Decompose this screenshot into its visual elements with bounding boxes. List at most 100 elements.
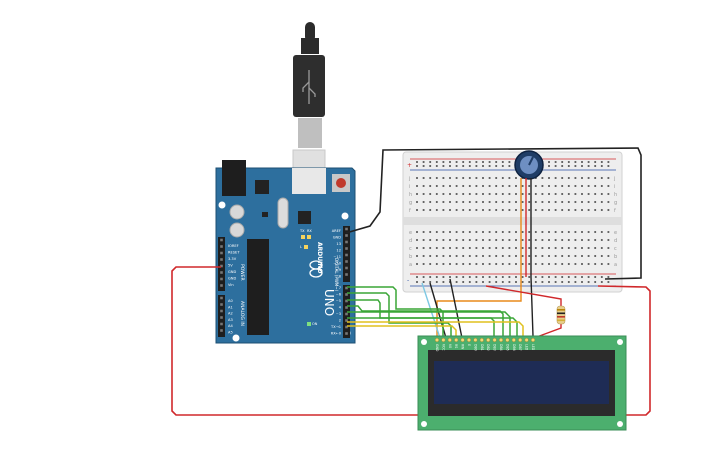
breadboard-hole: [429, 263, 432, 265]
wire-lcd-rw-black[interactable]: [449, 278, 463, 339]
wire-gnd-black[interactable]: [345, 147, 642, 280]
breadboard-hole: [455, 177, 458, 179]
wires[interactable]: [171, 147, 651, 416]
mounting-hole: [232, 334, 240, 342]
breadboard-hole: [455, 255, 458, 257]
breadboard-hole: [508, 255, 511, 257]
lcd-pin-label: DB5: [505, 344, 509, 351]
breadboard-hole: [607, 209, 610, 211]
pin-label: A3: [228, 318, 233, 322]
breadboard-hole: [449, 201, 451, 203]
rail-hole: [495, 165, 498, 167]
breadboard-hole: [607, 239, 610, 241]
lcd-pin-label: DB7: [518, 344, 522, 351]
breadboard-hole: [435, 193, 438, 195]
breadboard-hole: [528, 209, 531, 211]
header-pin: [220, 277, 223, 281]
rail-hole: [488, 281, 491, 283]
breadboard-hole: [416, 231, 418, 233]
breadboard-hole: [581, 201, 583, 203]
breadboard-hole: [455, 247, 458, 249]
potentiometer[interactable]: [514, 150, 544, 180]
rail-hole: [435, 276, 438, 278]
led-l: [304, 245, 308, 249]
rail-hole: [567, 281, 570, 283]
crystal: [277, 197, 289, 229]
model-label: UNO: [322, 289, 336, 316]
lcd-mounting-hole: [617, 339, 623, 345]
wire-d5-db4-green[interactable]: [347, 299, 495, 338]
breadboard-hole: [581, 193, 583, 195]
reset-button[interactable]: [336, 178, 346, 188]
pin-label: GND: [333, 236, 341, 240]
breadboard-hole: [508, 185, 511, 187]
rail-hole: [455, 161, 458, 163]
breadboard-hole: [554, 177, 557, 179]
capacitor: [229, 222, 245, 238]
rail-hole: [581, 281, 583, 283]
rail-hole: [594, 161, 597, 163]
rail-hole: [455, 165, 458, 167]
breadboard-hole: [561, 255, 564, 257]
breadboard-hole: [541, 193, 544, 195]
breadboard-hole: [468, 193, 471, 195]
breadboard-hole: [541, 209, 544, 211]
rail-hole: [508, 281, 511, 283]
header-pin: [345, 273, 348, 276]
breadboard-hole: [488, 247, 491, 249]
header-pin: [220, 271, 223, 274]
breadboard-hole: [442, 231, 445, 233]
breadboard-hole: [574, 209, 577, 211]
wire-yellow-1[interactable]: [347, 321, 524, 338]
breadboard-hole: [581, 185, 583, 187]
breadboard-hole: [508, 263, 511, 265]
breadboard-hole: [528, 201, 531, 203]
digital-header-bottom: [343, 285, 350, 338]
wire-pot-gnd-black[interactable]: [530, 178, 534, 337]
breadboard-hole: [581, 209, 583, 211]
wire-5v-red[interactable]: [171, 266, 651, 416]
wire-yellow-2[interactable]: [347, 325, 457, 338]
breadboard-hole: [515, 177, 517, 179]
wire-d3-db6-green[interactable]: [347, 311, 511, 338]
pin-label: 5V: [228, 264, 233, 268]
breadboard-hole: [561, 193, 564, 195]
resistor-band: [557, 316, 565, 318]
rail-hole: [554, 161, 557, 163]
rail-hole: [567, 165, 570, 167]
rail-hole: [468, 161, 471, 163]
header-pin: [220, 329, 223, 332]
wire-d2-db7-green[interactable]: [347, 317, 518, 338]
rail-hole: [548, 161, 550, 163]
breadboard-hole: [495, 239, 498, 241]
header-pin: [220, 251, 223, 255]
breadboard-hole: [442, 239, 445, 241]
breadboard-hole: [574, 193, 577, 195]
pin-label: 12: [336, 249, 341, 253]
breadboard-hole: [488, 177, 491, 179]
breadboard-hole: [541, 185, 544, 187]
breadboard-hole: [541, 255, 544, 257]
rail-hole: [482, 165, 484, 167]
rail-hole: [574, 281, 577, 283]
breadboard-hole: [508, 201, 511, 203]
breadboard-hole: [541, 263, 544, 265]
breadboard-hole: [475, 201, 478, 203]
resistor[interactable]: [556, 305, 566, 325]
breadboard-hole: [567, 185, 570, 187]
breadboard-hole: [475, 185, 478, 187]
row-letter: j: [408, 176, 410, 182]
header-pin: [220, 238, 223, 242]
rail-hole: [607, 276, 610, 278]
pin-label: A4: [228, 324, 233, 328]
breadboard-hole: [422, 263, 425, 265]
breadboard-hole: [462, 231, 465, 233]
breadboard-hole: [515, 201, 517, 203]
wire-pot-wiper-orange[interactable]: [436, 178, 522, 338]
